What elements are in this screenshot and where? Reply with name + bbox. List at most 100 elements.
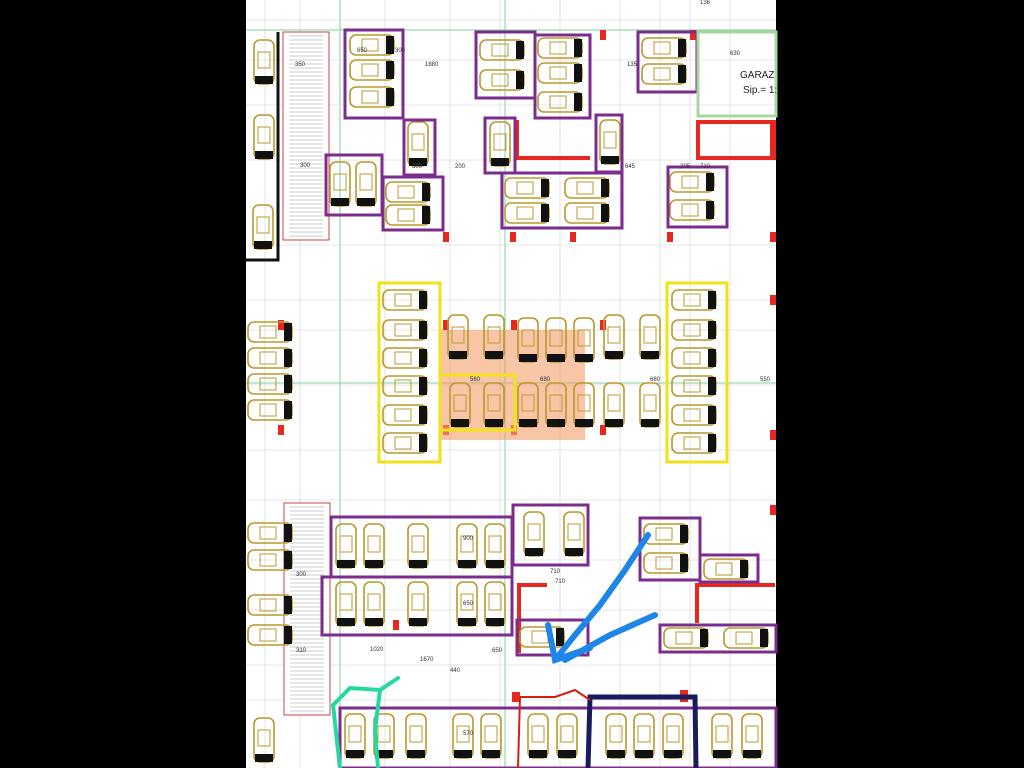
car-roof — [491, 73, 509, 87]
car-space — [723, 627, 769, 649]
column — [393, 620, 399, 630]
car-roof — [259, 526, 277, 540]
dimension-label: 900 — [463, 536, 474, 542]
dimension-label: 300 — [395, 48, 406, 54]
car-roof — [683, 293, 701, 307]
car-bumper — [713, 750, 731, 758]
dimension-label: 1020 — [370, 647, 384, 653]
car-bumper — [708, 377, 716, 395]
column — [278, 425, 284, 435]
car-bumper — [680, 554, 688, 572]
car-bumper — [574, 39, 582, 57]
car-space — [605, 713, 627, 759]
car-space — [703, 558, 749, 580]
car-bumper — [708, 291, 716, 309]
car-bumper — [451, 419, 469, 427]
car-bumper — [486, 560, 504, 568]
dimension-label: 200 — [455, 164, 466, 170]
car-space — [643, 552, 689, 574]
car-roof — [549, 329, 563, 347]
car-space — [517, 317, 539, 363]
car-roof — [348, 725, 362, 743]
car-space — [407, 581, 429, 627]
car-bumper — [386, 61, 394, 79]
car-bumper — [409, 618, 427, 626]
car-roof — [609, 725, 623, 743]
dimension-label: 440 — [450, 668, 461, 674]
car-roof — [745, 725, 759, 743]
car-roof — [655, 556, 673, 570]
car-bumper — [708, 349, 716, 367]
car-roof — [488, 535, 502, 553]
purple-unit-box — [658, 623, 778, 654]
car-bumper — [449, 351, 467, 359]
car-roof — [394, 379, 412, 393]
car-space — [349, 59, 395, 81]
car-bumper — [331, 198, 349, 206]
car-roof — [637, 725, 651, 743]
garage-room: GARAZ Sip.= 1: — [696, 30, 778, 118]
car-space — [573, 382, 595, 428]
car-roof — [259, 553, 277, 567]
car-space — [483, 382, 505, 428]
dimension-label: 560 — [470, 377, 481, 383]
car-bumper — [255, 76, 273, 84]
car-space — [382, 319, 428, 341]
car-roof — [367, 535, 381, 553]
car-bumper — [680, 525, 688, 543]
car-roof — [493, 133, 507, 151]
garage-title: GARAZ — [740, 70, 774, 81]
car-space — [671, 404, 717, 426]
car-roof — [488, 593, 502, 611]
dimension-label: 1670 — [420, 657, 434, 663]
car-space — [355, 161, 377, 207]
car-roof — [257, 126, 271, 144]
car-roof — [683, 436, 701, 450]
column — [770, 232, 776, 242]
car-bumper — [556, 628, 564, 646]
car-bumper — [458, 560, 476, 568]
garage-area: Sip.= 1: — [743, 85, 777, 96]
car-space — [382, 289, 428, 311]
car-bumper — [386, 36, 394, 54]
column — [510, 232, 516, 242]
car-space — [456, 523, 478, 569]
car-roof — [367, 593, 381, 611]
car-roof — [456, 725, 470, 743]
car-roof — [259, 351, 277, 365]
car-space — [669, 199, 715, 221]
dimension-label: 650 — [357, 48, 368, 54]
car-roof — [603, 131, 617, 149]
car-space — [479, 69, 525, 91]
car-bumper — [482, 750, 500, 758]
car-roof — [683, 323, 701, 337]
car-roof — [259, 377, 277, 391]
car-bumper — [346, 750, 364, 758]
car-bumper — [255, 754, 273, 762]
car-space — [456, 581, 478, 627]
car-space — [484, 581, 506, 627]
car-bumper — [700, 629, 708, 647]
car-bumper — [419, 406, 427, 424]
car-space — [545, 382, 567, 428]
car-space — [247, 594, 293, 616]
wall-segment — [695, 583, 699, 623]
purple-unit-box — [698, 553, 760, 584]
car-space — [479, 39, 525, 61]
wall-segment — [696, 120, 700, 160]
car-space — [537, 62, 583, 84]
car-roof — [643, 326, 657, 344]
dimension-label: 650 — [463, 601, 474, 607]
car-space — [484, 523, 506, 569]
dimension-label: 680 — [650, 377, 661, 383]
purple-unit-box — [533, 33, 592, 120]
car-bumper — [641, 351, 659, 359]
car-roof — [521, 329, 535, 347]
car-space — [504, 202, 550, 224]
car-space — [382, 375, 428, 397]
car-roof — [377, 725, 391, 743]
car-bumper — [409, 158, 427, 166]
car-bumper — [740, 560, 748, 578]
dimension-label: 630 — [730, 51, 741, 57]
car-roof — [339, 593, 353, 611]
